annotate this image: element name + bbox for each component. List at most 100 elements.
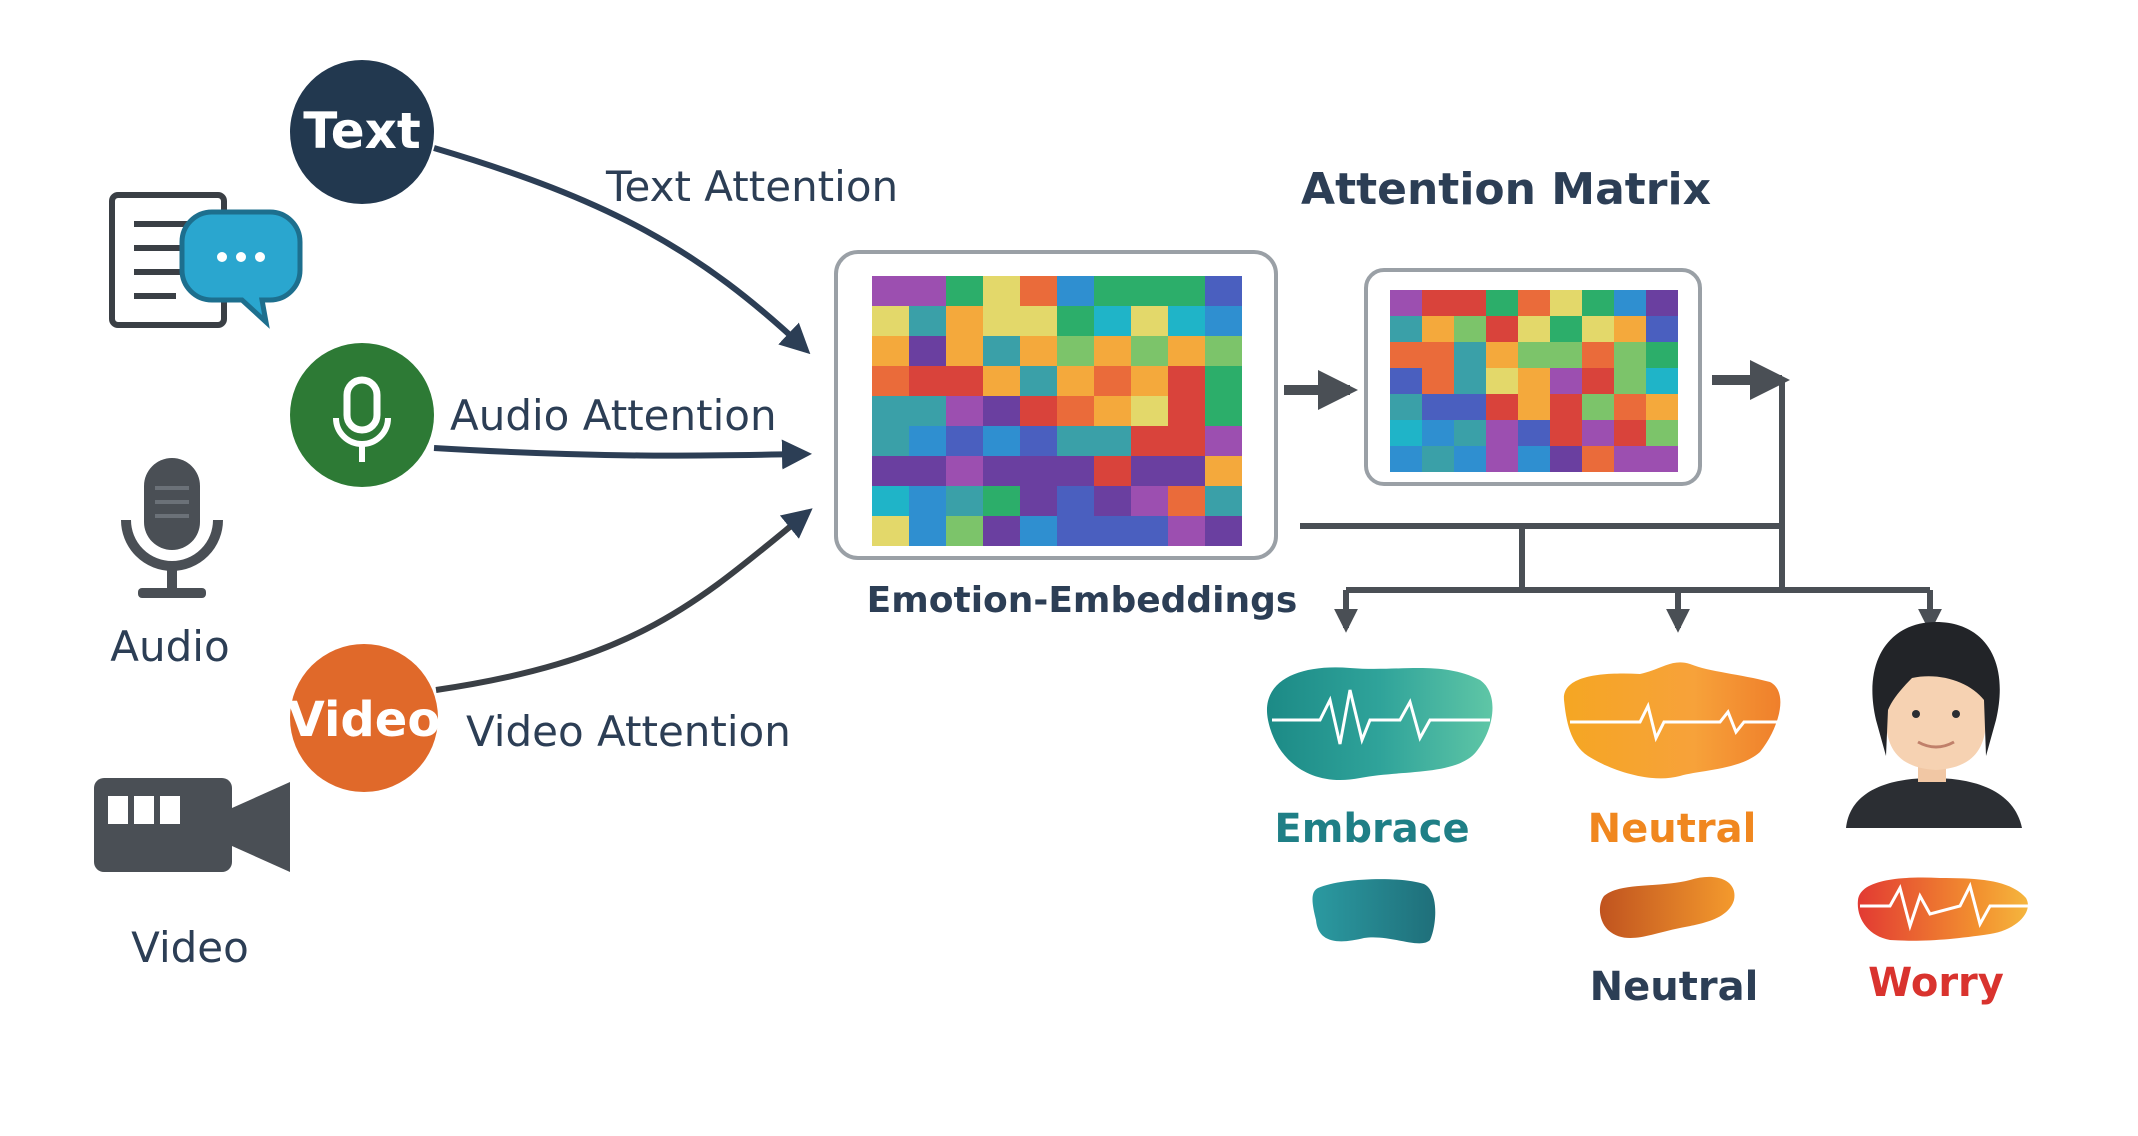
heatmap-cell [1518,446,1550,472]
attention-matrix-heatmap [1390,290,1678,472]
heatmap-cell [1131,276,1168,306]
heatmap-cell [983,366,1020,396]
heatmap-cell [1020,396,1057,426]
emotion-embeddings-heatmap [872,276,1242,546]
video-caption: Video [131,923,249,972]
heatmap-cell [946,276,983,306]
heatmap-cell [1486,342,1518,368]
heatmap-cell [1131,516,1168,546]
heatmap-cell [1518,420,1550,446]
heatmap-cell [1550,368,1582,394]
embrace-small-blob [1312,879,1436,944]
attention-matrix-title: Attention Matrix [1301,164,1711,215]
embrace-waveform-blob [1266,667,1493,781]
heatmap-cell [983,456,1020,486]
text-node-label: Text [303,102,421,160]
heatmap-cell [1614,394,1646,420]
microphone-icon [121,458,223,598]
video-attention-label: Video Attention [466,707,791,756]
heatmap-cell [1518,368,1550,394]
heatmap-cell [1454,368,1486,394]
heatmap-cell [1614,446,1646,472]
heatmap-cell [1131,306,1168,336]
heatmap-cell [909,276,946,306]
heatmap-cell [1205,516,1242,546]
heatmap-cell [872,426,909,456]
worry-label: Worry [1868,960,2004,1006]
heatmap-cell [872,306,909,336]
heatmap-cell [1168,276,1205,306]
heatmap-cell [1486,316,1518,342]
heatmap-cell [983,426,1020,456]
heatmap-cell [983,396,1020,426]
heatmap-cell [1422,342,1454,368]
heatmap-cell [946,516,983,546]
heatmap-cell [1020,486,1057,516]
heatmap-cell [1205,336,1242,366]
heatmap-cell [1094,306,1131,336]
heatmap-cell [1582,290,1614,316]
heatmap-cell [1486,420,1518,446]
audio-attention-arrow [433,439,812,470]
heatmap-cell [1094,396,1131,426]
heatmap-cell [1131,366,1168,396]
video-camera-icon [94,778,290,872]
heatmap-cell [1020,426,1057,456]
heatmap-cell [1094,336,1131,366]
audio-caption: Audio [110,622,229,671]
heatmap-cell [1094,276,1131,306]
worry-waveform-blob [1857,877,2030,941]
heatmap-cell [1168,336,1205,366]
heatmap-cell [1486,446,1518,472]
heatmap-cell [1614,290,1646,316]
audio-node [290,343,434,487]
heatmap-cell [1614,368,1646,394]
heatmap-cell [1020,516,1057,546]
heatmap-cell [946,396,983,426]
neutral-sub-label: Neutral [1590,964,1759,1010]
heatmap-cell [1168,306,1205,336]
heatmap-cell [1422,290,1454,316]
heatmap-cell [909,516,946,546]
heatmap-cell [1582,446,1614,472]
heatmap-cell [1518,316,1550,342]
heatmap-cell [1057,516,1094,546]
document-chat-icon [109,192,303,329]
heatmap-cell [1486,368,1518,394]
heatmap-cell [1550,420,1582,446]
heatmap-cell [946,306,983,336]
heatmap-cell [1582,342,1614,368]
heatmap-cell [1454,342,1486,368]
heatmap-cell [1168,486,1205,516]
heatmap-cell [1205,396,1242,426]
heatmap-cell [872,336,909,366]
neutral-waveform-blob [1563,662,1781,779]
heatmap-cell [1454,316,1486,342]
heatmap-cell [1390,420,1422,446]
heatmap-cell [1057,426,1094,456]
heatmap-cell [1020,276,1057,306]
heatmap-cell [1486,394,1518,420]
heatmap-cell [1057,366,1094,396]
heatmap-cell [946,426,983,456]
heatmap-cell [1205,486,1242,516]
heatmap-cell [1614,420,1646,446]
heatmap-cell [1020,306,1057,336]
heatmap-cell [1390,342,1422,368]
heatmap-cell [1518,394,1550,420]
video-attention-arrow [435,508,813,693]
video-node: Video [288,644,440,792]
heatmap-cell [983,516,1020,546]
heatmap-cell [1057,336,1094,366]
heatmap-cell [1094,426,1131,456]
heatmap-cell [1646,290,1678,316]
heatmap-cell [1057,456,1094,486]
heatmap-cell [946,366,983,396]
heatmap-cell [1057,486,1094,516]
heatmap-cell [1614,342,1646,368]
emotion-embeddings-caption: Emotion-Embeddings [867,580,1298,621]
heatmap-cell [1205,306,1242,336]
heatmap-cell [1131,486,1168,516]
heatmap-cell [1646,420,1678,446]
heatmap-cell [1646,446,1678,472]
